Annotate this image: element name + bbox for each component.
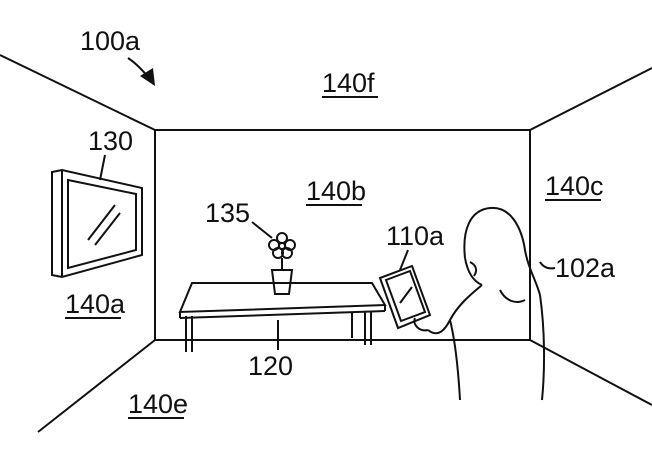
floor-right-edge xyxy=(529,339,652,406)
table-label: 120 xyxy=(248,351,293,381)
user-label: 102a xyxy=(555,253,616,283)
right-wall-label: 140c xyxy=(545,171,604,201)
left-wall-label: 140a xyxy=(65,289,126,319)
user-leader xyxy=(539,261,556,270)
display-leader xyxy=(99,154,106,181)
table xyxy=(178,282,387,352)
flower-plant xyxy=(268,232,296,295)
reference-label: 100a xyxy=(80,26,141,56)
ceiling-left-edge xyxy=(0,54,156,131)
user-figure xyxy=(413,206,546,401)
plant-label: 135 xyxy=(205,198,250,228)
tablet-leader xyxy=(399,249,409,271)
floor-left-edge xyxy=(37,339,156,433)
ceiling-label: 140f xyxy=(322,68,375,98)
floor-label: 140e xyxy=(128,389,188,419)
ceiling-right-edge xyxy=(529,67,652,131)
room-edges xyxy=(0,54,652,433)
wall-display xyxy=(51,168,143,279)
back-wall-outline xyxy=(154,129,531,341)
display-label: 130 xyxy=(88,126,133,156)
back-wall-label: 140b xyxy=(306,176,366,206)
tablet-device xyxy=(378,264,432,330)
plant-leader xyxy=(251,221,273,239)
tablet-label: 110a xyxy=(386,221,445,251)
arrow-head-icon xyxy=(140,68,155,86)
